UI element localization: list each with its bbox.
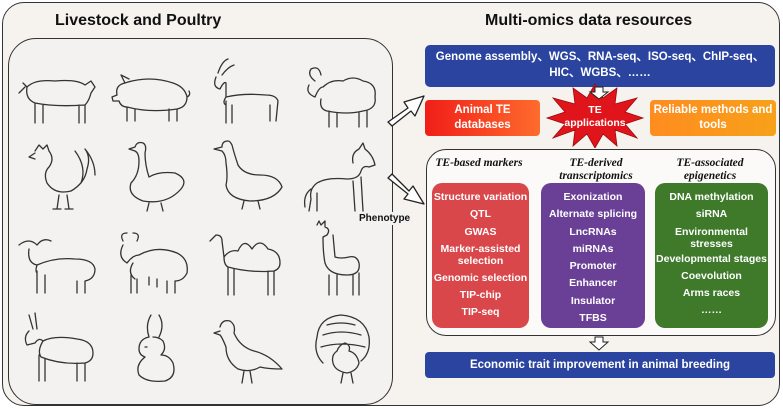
- list-item: Developmental stages: [656, 252, 767, 265]
- te-applications-burst: TE applications: [545, 82, 645, 149]
- list-item: Insulator: [570, 294, 616, 307]
- yak-icon: [109, 223, 195, 301]
- list-item: Genomic selection: [433, 271, 528, 284]
- goose-icon: [109, 135, 195, 213]
- te-applications-line-1: TE: [588, 104, 601, 116]
- list-item: Enhancer: [569, 277, 617, 290]
- pig-icon: [109, 57, 195, 135]
- pigeon-icon: [204, 311, 290, 389]
- economic-trait-label: Economic trait improvement in animal bre…: [469, 359, 731, 371]
- donkey-icon: [15, 311, 101, 389]
- list-item: siRNA: [695, 208, 728, 221]
- te-transcriptomics-list: Exonization Alternate splicing LncRNAs m…: [541, 183, 645, 341]
- list-item: ……: [701, 304, 722, 317]
- list-item: ……: [582, 329, 604, 342]
- rooster-icon: [15, 139, 101, 217]
- te-associated-epigenetics-heading: TE-associated epigenetics: [676, 157, 744, 182]
- animal-te-databases-label: Animal TE databases: [454, 104, 511, 131]
- sheep-icon: [297, 57, 383, 135]
- te-epigenetics-list: DNA methylation siRNA Environmental stre…: [655, 183, 768, 328]
- starburst-shape: [545, 83, 645, 149]
- list-item: Structure variation: [433, 191, 528, 203]
- list-item: Coevolution: [681, 269, 742, 282]
- horse-icon: [297, 139, 383, 217]
- te-based-markers-heading: TE-based markers: [435, 157, 523, 169]
- omics-line-2: HIC、WGBS、……: [549, 67, 651, 79]
- list-item: ……: [470, 323, 491, 336]
- rabbit-icon: [109, 311, 195, 389]
- list-item: Arms races: [682, 286, 741, 299]
- list-item: DNA methylation: [669, 191, 754, 203]
- reliable-methods-box: Reliable methods and tools: [650, 100, 776, 136]
- omics-line-1: Genome assembly、WGS、RNA-seq、ISO-seq、ChIP…: [435, 51, 765, 63]
- te-markers-list: Structure variation QTL GWAS Marker-assi…: [432, 183, 529, 336]
- phenotype-label: Phenotype: [357, 212, 413, 225]
- te-derived-transcriptomics-heading: TE-derived transcriptomics: [559, 157, 633, 182]
- list-item: TFBS: [579, 312, 607, 325]
- multi-omics-title: Multi-omics data resources: [485, 12, 693, 29]
- list-item: Marker-assisted selection: [440, 242, 521, 267]
- te-applications-line-2: applications: [564, 117, 625, 129]
- white-goose-icon: [204, 135, 290, 213]
- goat-icon: [204, 53, 290, 131]
- alpaca-icon: [297, 219, 383, 297]
- list-item: Promoter: [569, 260, 617, 273]
- list-item: QTL: [470, 208, 491, 221]
- camel-icon: [204, 223, 290, 301]
- list-item: TIP-chip: [459, 289, 502, 302]
- list-item: Environmental stresses: [675, 225, 748, 250]
- cattle-icon: [15, 57, 101, 135]
- economic-trait-box: Economic trait improvement in animal bre…: [425, 352, 775, 378]
- list-item: miRNAs: [572, 242, 614, 255]
- livestock-poultry-title: Livestock and Poultry: [55, 12, 222, 29]
- list-item: TIP-seq: [461, 306, 500, 319]
- list-item: Alternate splicing: [548, 208, 638, 221]
- list-item: GWAS: [464, 225, 497, 238]
- animal-panel: [8, 38, 393, 405]
- buffalo-icon: [15, 223, 101, 301]
- reliable-methods-label: Reliable methods and tools: [653, 104, 773, 131]
- list-item: Exonization: [563, 191, 623, 203]
- turkey-icon: [297, 307, 383, 385]
- omics-data-box: Genome assembly、WGS、RNA-seq、ISO-seq、ChIP…: [425, 45, 775, 87]
- animal-te-databases-box: Animal TE databases: [425, 100, 540, 136]
- list-item: LncRNAs: [569, 225, 617, 238]
